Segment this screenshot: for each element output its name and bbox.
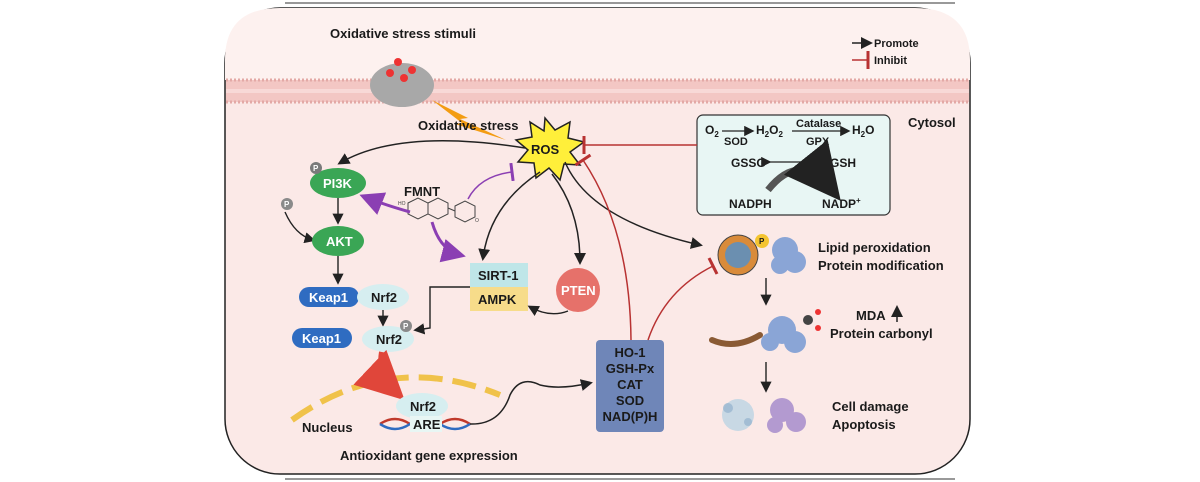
phospho-group [281,198,293,210]
gsh-label: GSH [830,156,856,170]
are-label: ARE [413,417,441,432]
sirt1-label: SIRT-1 [478,268,518,283]
stimuli-label: Oxidative stress stimuli [330,26,476,41]
antioxidant-expression-label: Antioxidant gene expression [340,448,518,463]
fmnt-to-sirt1-arrow [430,221,466,263]
pten-label: PTEN [561,283,596,298]
svg-text:O: O [475,218,479,224]
svg-text:H2O: H2O [852,123,874,139]
svg-text:P: P [284,200,290,209]
receptor-icon [370,58,434,107]
extracellular-area [225,8,970,80]
legend-inhibit-label: Inhibit [874,55,907,67]
cytosol-box: O2 SOD H2O2 Catalase GPX H2O GSSG GSH NA… [696,114,891,216]
lipid-peroxidation-label: Lipid peroxidation [818,240,931,255]
catalase-label: Catalase [796,118,841,130]
nrf2-label: Nrf2 [371,290,397,305]
keap1-nrf2-complex: Keap1 Nrf2 [299,284,409,310]
akt-node: AKT [312,226,364,256]
lightning-icon [432,100,506,140]
svg-text:O2: O2 [705,123,719,139]
cell-damage-icon [722,398,806,433]
gssg-label: GSSG [731,156,766,170]
ampk-to-nrf2-arrow [413,286,470,335]
protein-carbonyl-label: Protein carbonyl [830,326,933,341]
nadph-cycle-arrow [765,139,841,201]
cytosol-label: Cytosol [908,115,956,130]
ros-to-sirt1-arrow [478,171,541,261]
ros-label: ROS [531,142,560,157]
mda-label: MDA [856,308,886,323]
nrf2-translocation-arrow [353,349,405,401]
mda-carbonyl-icon [709,309,821,353]
ros-to-pten-arrow [551,173,586,265]
apoptosis-label: Apoptosis [832,417,896,432]
enzymes-inhibit-lipid [647,257,719,341]
sod-label: SOD [724,136,748,148]
sirt1-ampk-node: SIRT-1 AMPK [470,263,528,311]
ros-to-lipid-arrow [564,161,703,249]
nadph-label: NADPH [729,197,772,211]
dna-icon [379,416,471,432]
nucleus-label: Nucleus [302,420,353,435]
enzyme-ho1: HO-1 [614,345,645,360]
legend-promote-label: Promote [874,38,919,50]
cell-damage-label: Cell damage [832,399,909,414]
fmnt-structure-icon: HO O [398,197,479,224]
enzyme-gshpx: GSH-Px [606,361,655,376]
svg-text:Nrf2: Nrf2 [410,399,436,414]
enzyme-sod: SOD [616,393,644,408]
enzymes-inhibit-ros [574,153,632,341]
nrf2-nuclear: Nrf2 [396,393,448,419]
svg-text:P: P [759,237,765,246]
ros-burst: ROS [514,116,586,182]
svg-text:P: P [403,322,409,331]
enzyme-box: HO-1 GSH-Px CAT SOD NAD(P)H [596,340,664,432]
protein-modification-label: Protein modification [818,258,944,273]
ros-to-pi3k-arrow [337,139,526,165]
lipid-protein-icon: P [717,234,806,276]
enzyme-cat: CAT [617,377,643,392]
svg-text:P: P [313,164,319,173]
ampk-label: AMPK [478,292,517,307]
nrf2-free: Nrf2 P [362,320,414,352]
gpx-label: GPX [806,136,830,148]
svg-text:Nrf2: Nrf2 [376,332,402,347]
oxidative-stress-label: Oxidative stress [418,118,518,133]
akt-label: AKT [326,234,353,249]
fmnt-label: FMNT [404,184,440,199]
fmnt-inhibit-ros [467,162,515,200]
cell-membrane [226,78,969,104]
svg-text:NADP+: NADP+ [822,196,861,211]
svg-text:H2O2: H2O2 [756,123,783,139]
fmnt-to-pi3k-arrow [359,192,411,215]
pten-to-ampk-arrow [527,305,569,316]
svg-text:Keap1: Keap1 [302,331,341,346]
pi3k-node: PI3K P [310,162,366,198]
phospho-to-akt-arrow [284,211,316,244]
legend: Promote Inhibit [852,37,919,69]
keap1-label: Keap1 [309,290,348,305]
pten-node: PTEN [556,268,600,312]
enzyme-nadph: NAD(P)H [603,409,658,424]
pi3k-label: PI3K [323,176,353,191]
svg-text:HO: HO [398,201,406,207]
keap1-free: Keap1 [292,328,352,348]
gene-to-enzymes-arrow [469,379,593,425]
